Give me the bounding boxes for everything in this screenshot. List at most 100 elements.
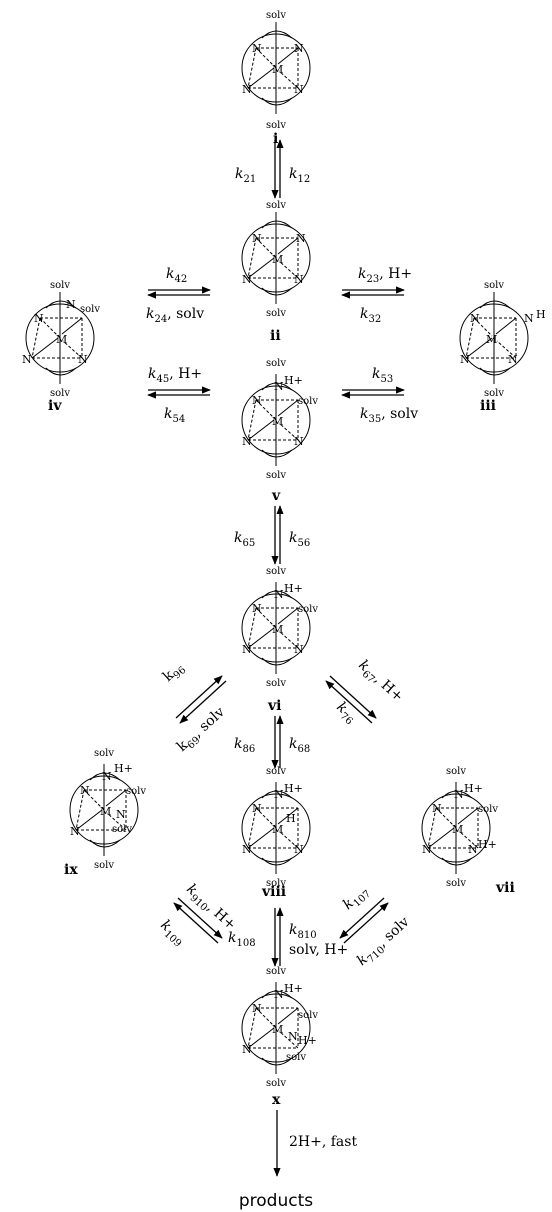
atom-n: N — [80, 784, 90, 797]
rate-k108: k108 — [228, 930, 256, 949]
atom-n: N — [294, 435, 304, 448]
atom-n: N — [252, 602, 262, 615]
ligand-solv-top: solv — [266, 566, 286, 577]
atom-n: N — [422, 843, 432, 856]
complex-viii: solv solv N N N N H+ H M viii — [241, 766, 311, 900]
complex-ii: solv solv N N N N M ii — [241, 200, 311, 344]
rate-k53: k53 — [372, 366, 393, 385]
ligand-solv-bottom: solv — [266, 878, 286, 889]
ligand-solv-top: solv — [266, 966, 286, 977]
atom-n: N — [294, 42, 304, 55]
rate-k65: k65 — [234, 530, 255, 549]
atom-n: N — [274, 588, 284, 601]
proton: H+ — [478, 838, 497, 851]
ligand-solv-top: solv — [266, 358, 286, 369]
rate-k76: k76 — [331, 699, 359, 727]
products-label: products — [239, 1191, 313, 1211]
equilibrium-vi-vii: k67, H+ k76 — [325, 657, 406, 727]
atom-n: N — [78, 353, 88, 366]
atom-n: N — [242, 643, 252, 656]
complex-label: x — [272, 1092, 281, 1108]
rate-k24: k24, solv — [146, 306, 204, 325]
metal-center: M — [100, 805, 111, 818]
complex-x: solv solv solv solv N N N N H+ H+ M x — [241, 966, 318, 1108]
metal-center: M — [272, 623, 283, 636]
atom-n: N — [70, 825, 80, 838]
complex-label: vii — [495, 880, 515, 896]
proton: H+ — [284, 374, 303, 387]
complex-label: ix — [64, 862, 78, 878]
atom-n: N — [274, 788, 284, 801]
rate-k35: k35, solv — [360, 406, 418, 425]
complex-label: ii — [270, 328, 281, 344]
proton: H+ — [298, 1034, 317, 1047]
rate-k109: k109 — [155, 917, 188, 950]
rate-k810: k810 — [289, 922, 317, 941]
rate-k96: k96 — [160, 659, 188, 687]
proton: H+ — [464, 782, 483, 795]
ligand-solv-top: solv — [446, 766, 466, 777]
complex-label: iii — [480, 398, 496, 414]
atom-n: N — [242, 273, 252, 286]
rate-k56: k56 — [289, 530, 310, 549]
ligand-solv-top: solv — [266, 766, 286, 777]
rate-k107: k107 — [340, 883, 373, 916]
atom-n: N — [116, 808, 126, 821]
complex-label: vi — [267, 698, 281, 714]
ligand-solv-top: solv — [50, 280, 70, 291]
atom-n: N — [242, 435, 252, 448]
rate-k45: k45, H+ — [148, 366, 202, 385]
equilibrium-v-vi: k65 k56 — [234, 505, 310, 565]
rate-k23: k23, H+ — [358, 266, 412, 285]
rate-k21: k21 — [235, 166, 256, 185]
ligand-solv-bottom: solv — [266, 678, 286, 689]
rate-k710: k710, solv — [354, 914, 415, 971]
atom-n: N — [22, 353, 32, 366]
metal-center: M — [272, 415, 283, 428]
ligand-solv-bottom: solv — [484, 388, 504, 399]
atom-n: N — [252, 232, 262, 245]
atom-n: N — [470, 312, 480, 325]
atom-n: N — [454, 788, 464, 801]
ligand-solv-bottom: solv — [266, 308, 286, 319]
metal-center: M — [56, 333, 67, 346]
proton: H — [286, 812, 296, 825]
atom-n: N — [508, 353, 518, 366]
rate-k54: k54 — [164, 406, 185, 425]
final-step-conditions: 2H+, fast — [289, 1134, 357, 1150]
atom-n: N — [468, 843, 478, 856]
atom-n: N — [242, 843, 252, 856]
atom-n: N — [242, 1043, 252, 1056]
complex-v: solv solv solv N N N N H+ M v — [241, 358, 318, 504]
equilibrium-viii-x: k108 k810 solv, H+ — [228, 907, 348, 967]
atom-n: N — [252, 802, 262, 815]
final-step: 2H+, fast — [273, 1110, 357, 1177]
proton: H+ — [284, 582, 303, 595]
metal-center: M — [452, 823, 463, 836]
atom-n: N — [288, 1030, 298, 1043]
ligand-solv-top: solv — [484, 280, 504, 291]
equilibrium-vi-viii: k86 k68 — [234, 715, 310, 769]
atom-n: N — [274, 988, 284, 1001]
complex-label: v — [271, 488, 281, 504]
equilibrium-iv-ii: k42 k24, solv — [146, 266, 211, 325]
atom-n: N — [296, 232, 306, 245]
atom-n: N — [294, 843, 304, 856]
equilibrium-v-iii: k53 k35, solv — [341, 366, 418, 425]
ligand-solv-bottom: solv — [50, 388, 70, 399]
complex-ix: solv solv solv solv N N N N H+ M ix — [64, 748, 146, 878]
rate-k68: k68 — [289, 736, 310, 755]
atom-n: N — [294, 83, 304, 96]
ligand-solv-side: solv — [298, 604, 318, 615]
equilibrium-ix-x: k910, H+ k109 — [155, 881, 239, 950]
ligand-solv-side: solv — [478, 804, 498, 815]
atom-n: N — [252, 42, 262, 55]
atom-n: N — [524, 312, 534, 325]
metal-center: M — [486, 333, 497, 346]
metal-center: M — [272, 253, 283, 266]
equilibrium-vii-x: k107 k710, solv — [339, 883, 415, 971]
equilibrium-ix-vi: k96 k69, solv — [160, 659, 228, 755]
atom-n: N — [102, 770, 112, 783]
ligand-solv-bottom: solv — [266, 1078, 286, 1089]
